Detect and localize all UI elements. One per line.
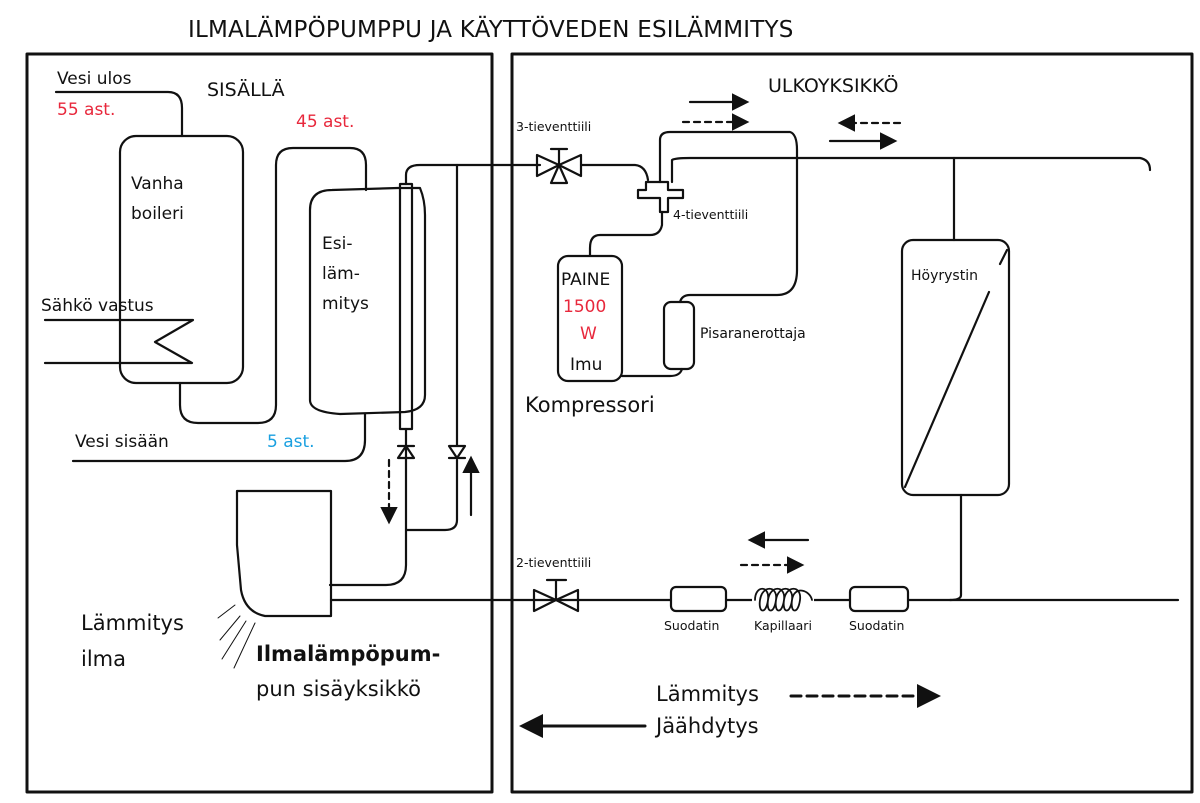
heating-air-lines [217, 604, 256, 669]
preheater-label-line3: mitys [322, 294, 369, 314]
preheater-tank [308, 186, 427, 416]
water-in-pipe [71, 412, 367, 463]
preheater-label-line1: Esi- [322, 234, 353, 254]
compressor-bottom-label: Imu [570, 355, 603, 375]
refrigerant-line-d [404, 458, 459, 532]
filter-right [848, 585, 910, 613]
evaporator-label: Höyrystin [911, 268, 978, 284]
heating-air-label-line1: Lämmitys [81, 611, 184, 635]
filter-right-label: Suodatin [849, 618, 905, 633]
filter-left-label: Suodatin [664, 618, 720, 633]
indoor-unit-body [235, 489, 333, 618]
page-title: ILMALÄMPÖPUMPPU JA KÄYTTÖVEDEN ESILÄMMIT… [188, 17, 794, 43]
boiler-preheater-pipe [178, 146, 368, 425]
check-valve-left [396, 444, 416, 460]
line-3way-to-4way [579, 163, 650, 182]
droplet-separator-label: Pisaranerottaja [700, 326, 806, 342]
compressor-power-unit: W [580, 324, 597, 344]
three-way-valve [535, 147, 583, 185]
filter-left [669, 585, 728, 613]
capillary-coil [752, 587, 814, 612]
electric-heater-label: Sähkö vastus [41, 296, 154, 316]
line-4way-to-evaporator [670, 156, 1152, 184]
heating-air-label-line2: ilma [81, 647, 126, 671]
indoor-unit-label-line1: Ilmalämpöpum- [256, 642, 441, 666]
line-4way-to-compressor [588, 210, 664, 257]
water-out-pipe [54, 90, 184, 138]
compressor-power: 1500 [563, 297, 607, 317]
four-way-valve-label: 4-tieventtiili [673, 207, 749, 222]
refrigerant-line-c [328, 427, 408, 587]
preheater-coil-tube [398, 182, 414, 431]
droplet-separator [662, 300, 696, 371]
refrigerant-line-a [404, 163, 542, 186]
compressor-top-label: PAINE [561, 270, 611, 290]
four-way-valve [636, 180, 685, 214]
indoor-frame [25, 52, 494, 794]
water-out-temp: 55 ast. [57, 100, 116, 120]
legend-cooling-label: Jäähdytys [656, 714, 759, 738]
compressor-body [556, 254, 624, 383]
indoor-unit-label-line2: pun sisäyksikkö [256, 677, 421, 701]
water-out-label: Vesi ulos [57, 69, 132, 89]
water-in-temp: 5 ast. [267, 432, 315, 452]
mid-temp: 45 ast. [296, 112, 355, 132]
evaporator-diagonal [903, 290, 991, 489]
three-way-valve-label: 3-tieventtiili [516, 119, 592, 134]
legend-heating-label: Lämmitys [656, 682, 759, 706]
check-valve-right [447, 444, 467, 460]
indoor-heading: SISÄLLÄ [207, 79, 285, 101]
water-in-label: Vesi sisään [75, 432, 169, 452]
two-way-valve [532, 578, 580, 613]
old-boiler-label-line1: Vanha [131, 174, 184, 194]
two-way-valve-label: 2-tieventtiili [516, 555, 592, 570]
compressor-name: Kompressori [525, 393, 655, 417]
preheater-label-line2: läm- [322, 264, 360, 284]
evaporator-body [900, 238, 1011, 497]
electric-heater-element [43, 318, 195, 365]
outdoor-heading: ULKOYKSIKKÖ [768, 75, 899, 97]
evaporator-bottom-pipe [948, 493, 963, 602]
old-boiler-label-line2: boileri [131, 204, 184, 224]
outdoor-frame [510, 52, 1194, 794]
line-4way-upper [658, 130, 799, 304]
compressor-to-separator [620, 367, 684, 378]
capillary-label: Kapillaari [754, 618, 812, 633]
evaporator-corner-mark [998, 248, 1009, 266]
